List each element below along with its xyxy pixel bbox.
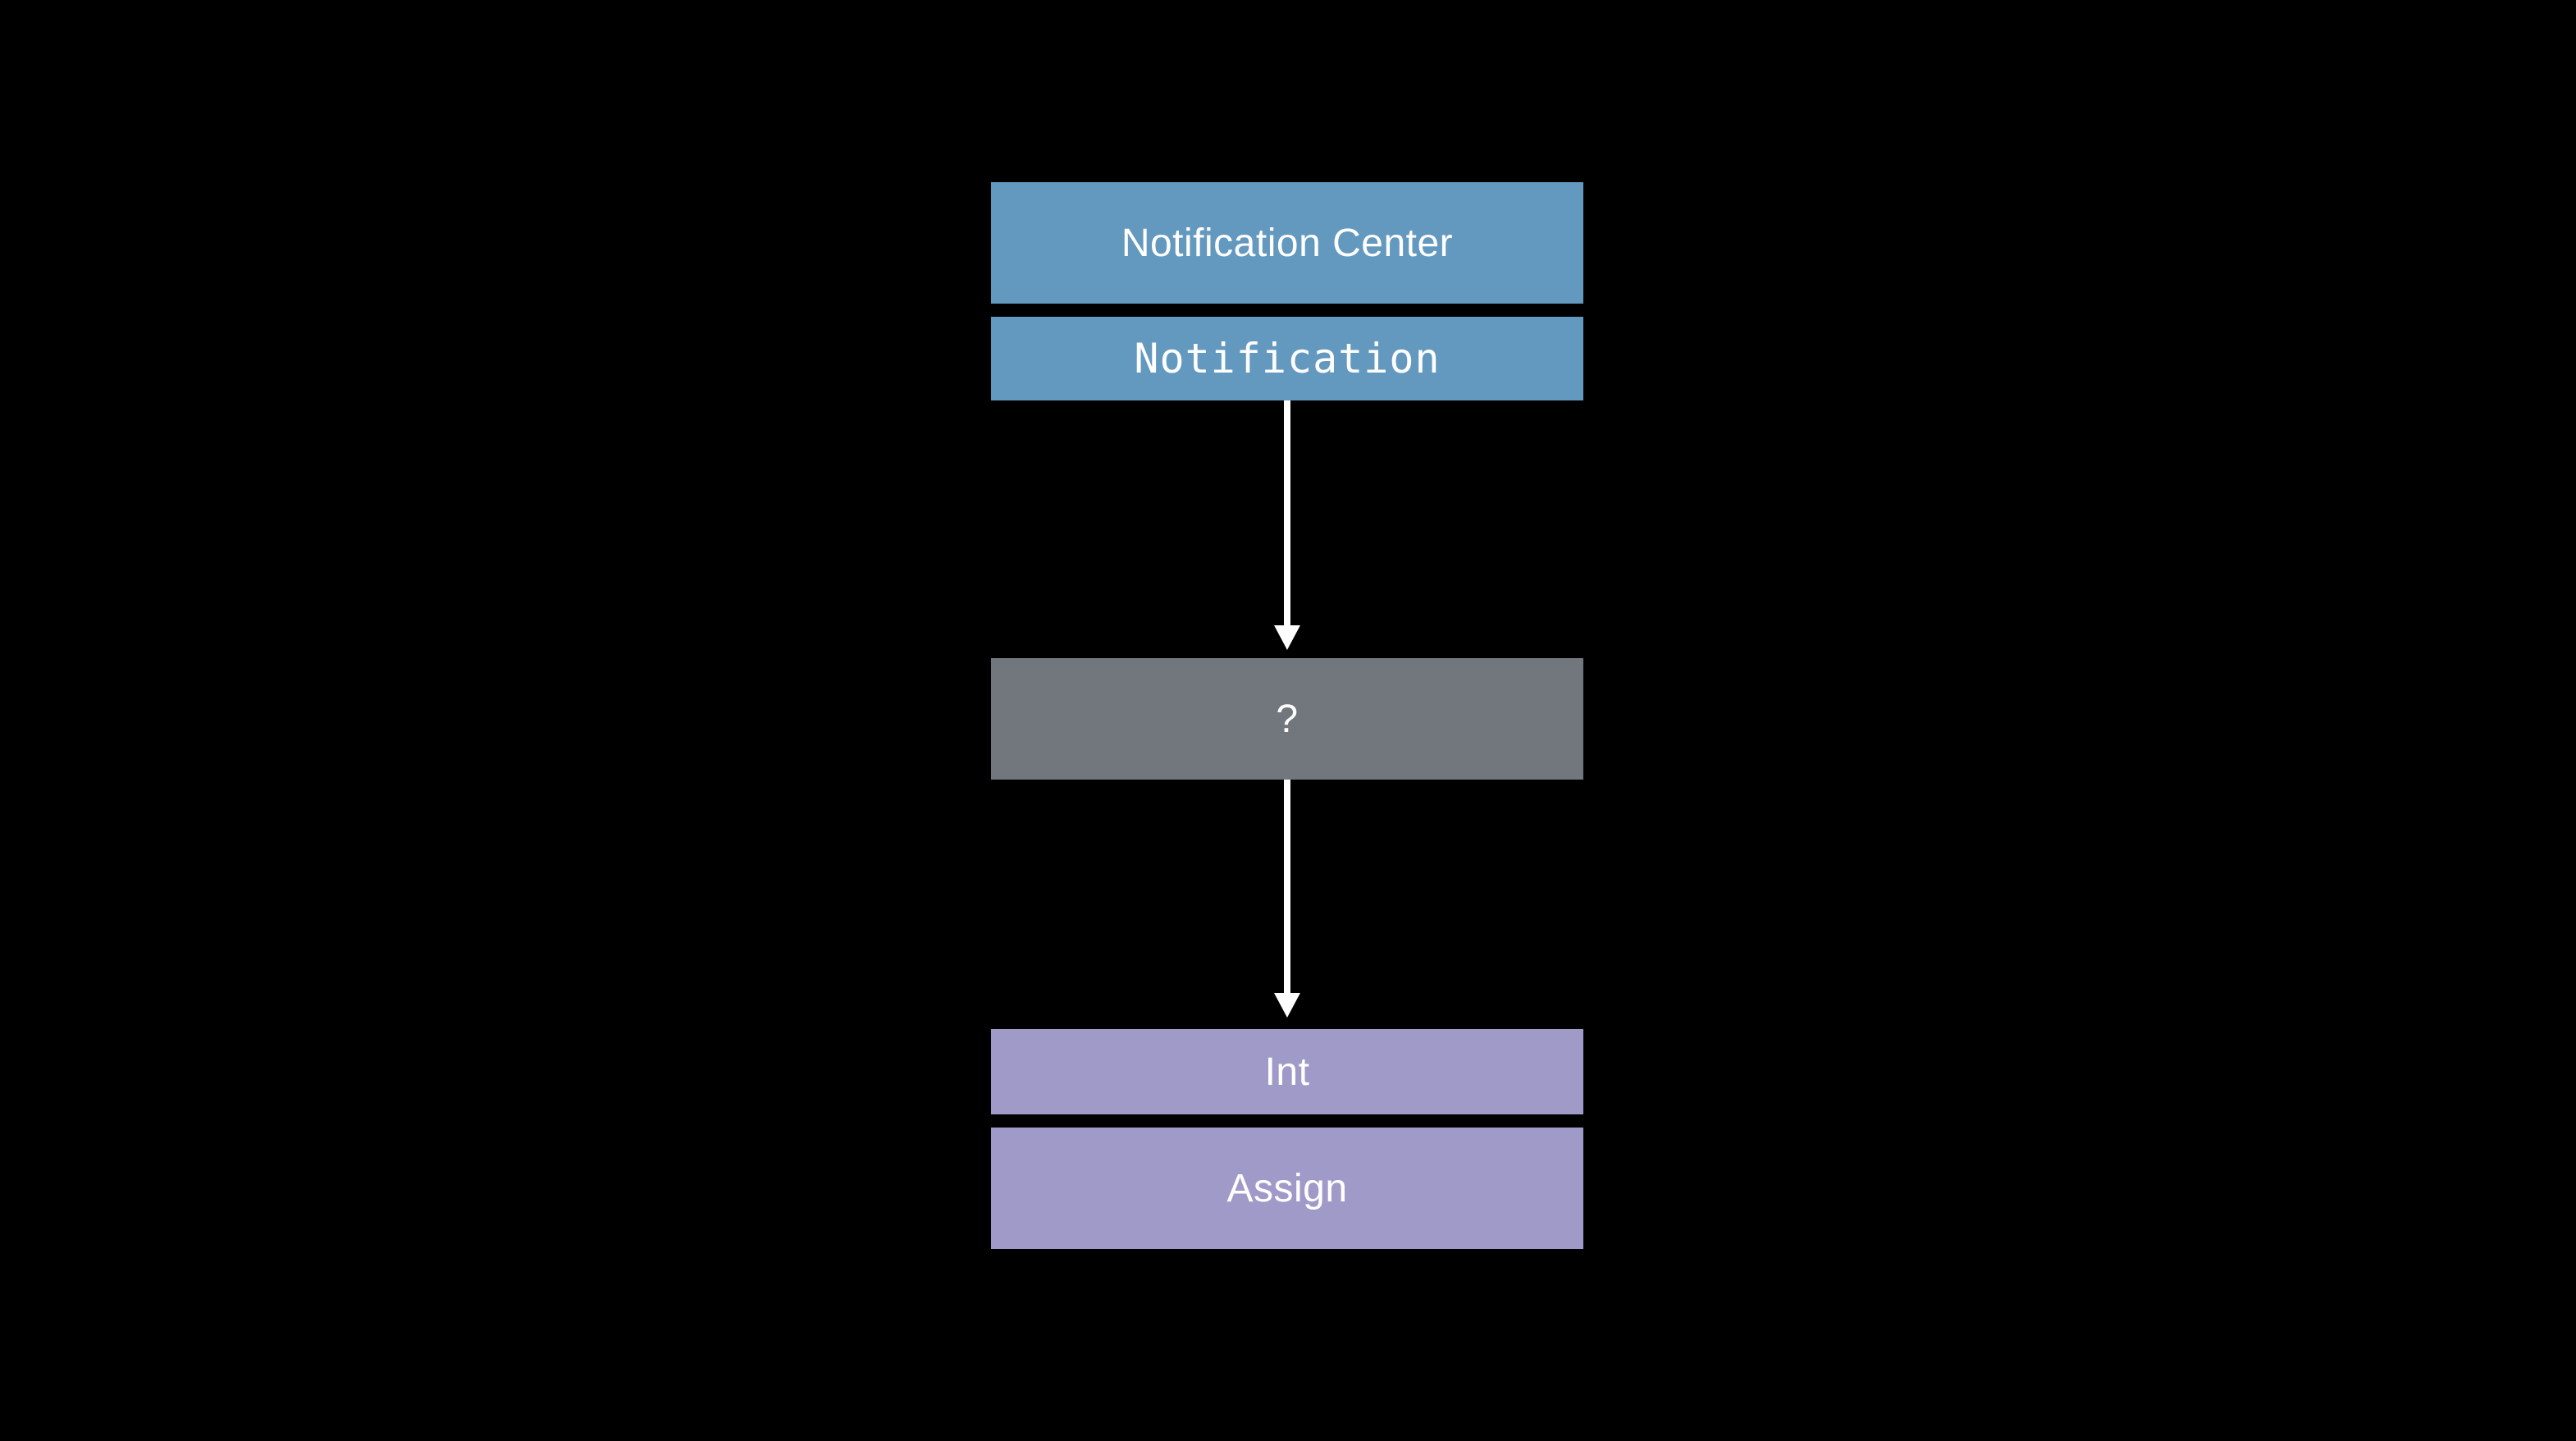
- arrow-head-icon: [1274, 625, 1300, 650]
- arrow-unknown-to-int: [1274, 780, 1300, 1018]
- assign-box: Assign: [991, 1128, 1583, 1249]
- int-box: Int: [991, 1029, 1583, 1114]
- arrow-notification-to-unknown: [1274, 400, 1300, 650]
- notification-center-box: Notification Center: [991, 182, 1583, 304]
- arrow-head-icon: [1274, 993, 1300, 1018]
- notification-box: Notification: [991, 317, 1583, 400]
- unknown-operator-box: ?: [991, 658, 1583, 780]
